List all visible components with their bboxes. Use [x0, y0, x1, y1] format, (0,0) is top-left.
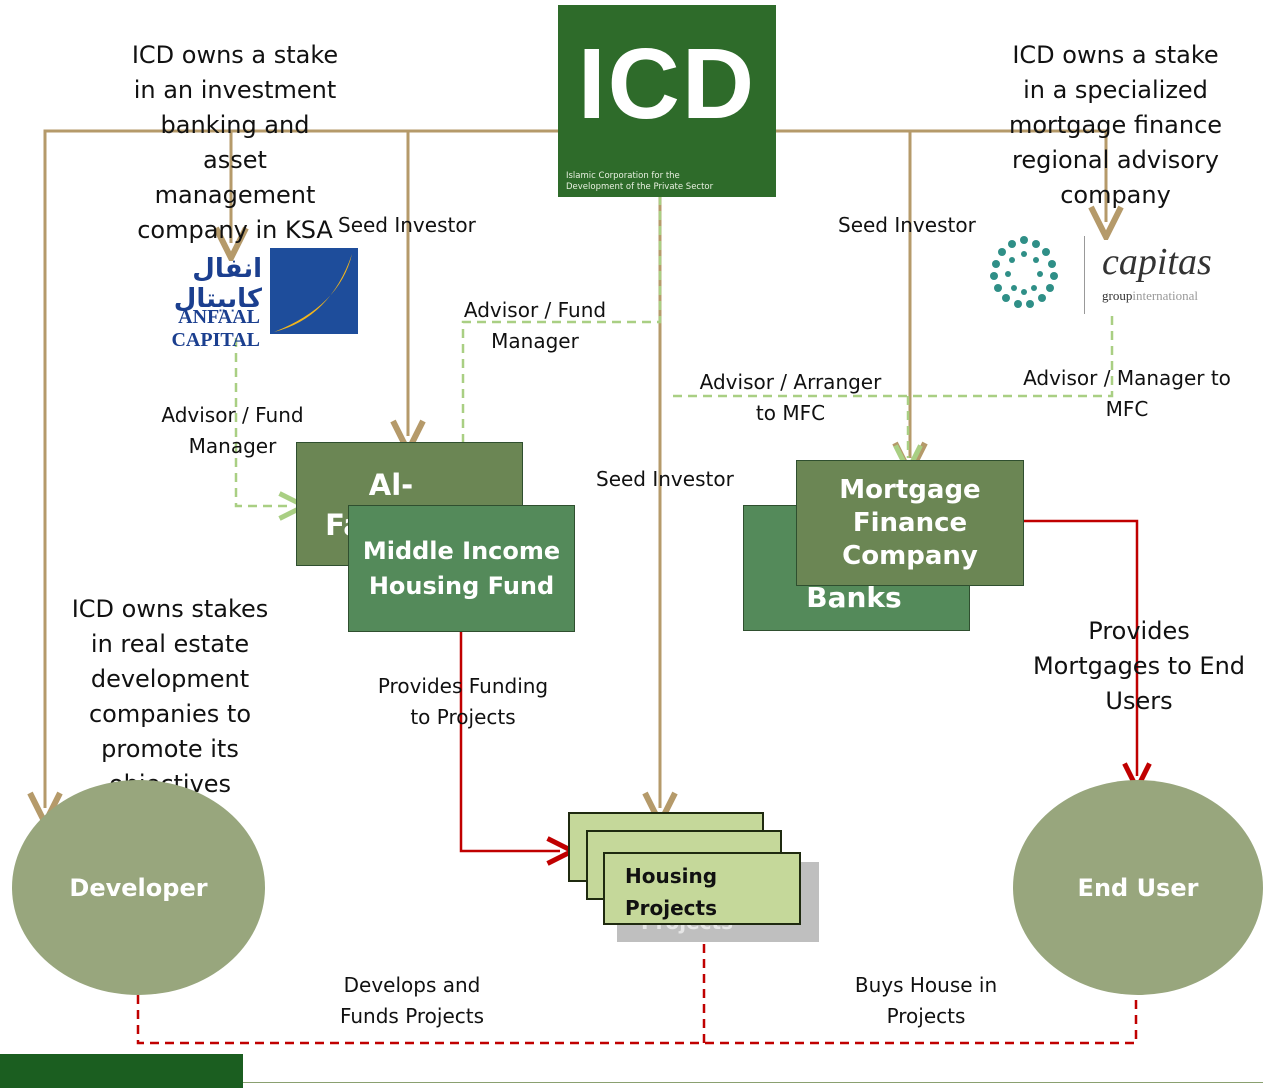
icd-caption-line2: Development of the Private Sector: [566, 182, 714, 192]
capitas-advisor-line: [667, 316, 1114, 398]
icd-logo-letters: ICD: [577, 28, 757, 140]
capitas-divider: [1084, 236, 1085, 314]
footer-accent-bar: [0, 1054, 243, 1088]
capitas-tagline-international: international: [1132, 288, 1199, 303]
middle-income-housing-fund-text: Middle Income Housing Fund: [362, 536, 561, 600]
seed-investor-right-label: Seed Investor: [838, 213, 976, 237]
capitas-name: capitas: [1102, 241, 1212, 283]
middle-income-housing-fund-box: Middle Income Housing Fund: [348, 505, 575, 632]
end-user-ellipse: End User: [1013, 780, 1263, 995]
end-user-text: End User: [1077, 873, 1199, 902]
provides-mortgages-label: Provides Mortgages to End Users: [1032, 617, 1246, 715]
anfaal-emblem-swoosh: [274, 254, 352, 332]
developer-stake-note: ICD owns stakes in real estate developme…: [71, 595, 269, 798]
anfaal-capital-logo: انفال كابيتال ANFAAL CAPITAL: [110, 248, 366, 351]
icd-advisor-middle-income-line: [463, 196, 662, 522]
banks-text: Banks: [806, 581, 902, 614]
seed-investor-left-label: Seed Investor: [338, 213, 476, 237]
advisor-arranger-label: Advisor / Arranger to MFC: [699, 370, 882, 425]
icd-to-capitas-line: [776, 129, 1106, 222]
advisor-manager-label: Advisor / Manager to MFC: [1023, 366, 1231, 421]
icd-logo-caption: Islamic Corporation for the Development …: [566, 171, 713, 193]
capitas-dots: [990, 236, 1058, 308]
capitas-logo: capitas groupinternational: [980, 230, 1230, 318]
mortgages-to-end-user-line: [1024, 519, 1137, 776]
capitas-dot-emblem: [980, 230, 1068, 318]
housing-projects-text: Housing Projects: [625, 864, 718, 920]
anfaal-advisor-al-fareeda-line: [234, 338, 292, 506]
provides-funding-label: Provides Funding to Projects: [377, 674, 549, 729]
mortgage-finance-company-box: Mortgage Finance Company: [796, 460, 1024, 586]
developer-ellipse: Developer: [12, 780, 265, 995]
funding-to-projects-line: [459, 632, 560, 851]
mortgage-finance-company-text: Mortgage Finance Company: [839, 474, 981, 571]
developer-text: Developer: [69, 873, 208, 902]
icd-logo: ICD Islamic Corporation for the Developm…: [558, 5, 776, 197]
capitas-stake-note: ICD owns a stake in a specialized mortga…: [1008, 41, 1223, 209]
develops-funds-label: Develops and Funds Projects: [339, 973, 485, 1028]
icd-to-developer-line: [45, 129, 558, 808]
advisor-fund-manager-left-label: Advisor / Fund Manager: [161, 403, 304, 458]
bottom-dashed-line: [136, 995, 1138, 1045]
advisor-fund-manager-top-label: Advisor / Fund Manager: [463, 298, 607, 353]
anfaal-arabic-name: انفال كابيتال: [173, 254, 262, 314]
icd-caption-line1: Islamic Corporation for the: [566, 171, 680, 181]
seed-investor-center-label: Seed Investor: [596, 467, 734, 491]
footer-rule: [243, 1082, 1263, 1083]
anfaal-stake-note: ICD owns a stake in an investment bankin…: [131, 41, 339, 244]
housing-projects-card-front: Housing Projects: [603, 852, 801, 925]
capitas-tagline-group: group: [1102, 288, 1133, 303]
capitas-tagline: groupinternational: [1102, 288, 1198, 304]
buys-house-label: Buys House in Projects: [854, 973, 998, 1028]
anfaal-emblem: [270, 248, 358, 334]
anfaal-english-name: ANFAAL CAPITAL: [171, 306, 260, 351]
